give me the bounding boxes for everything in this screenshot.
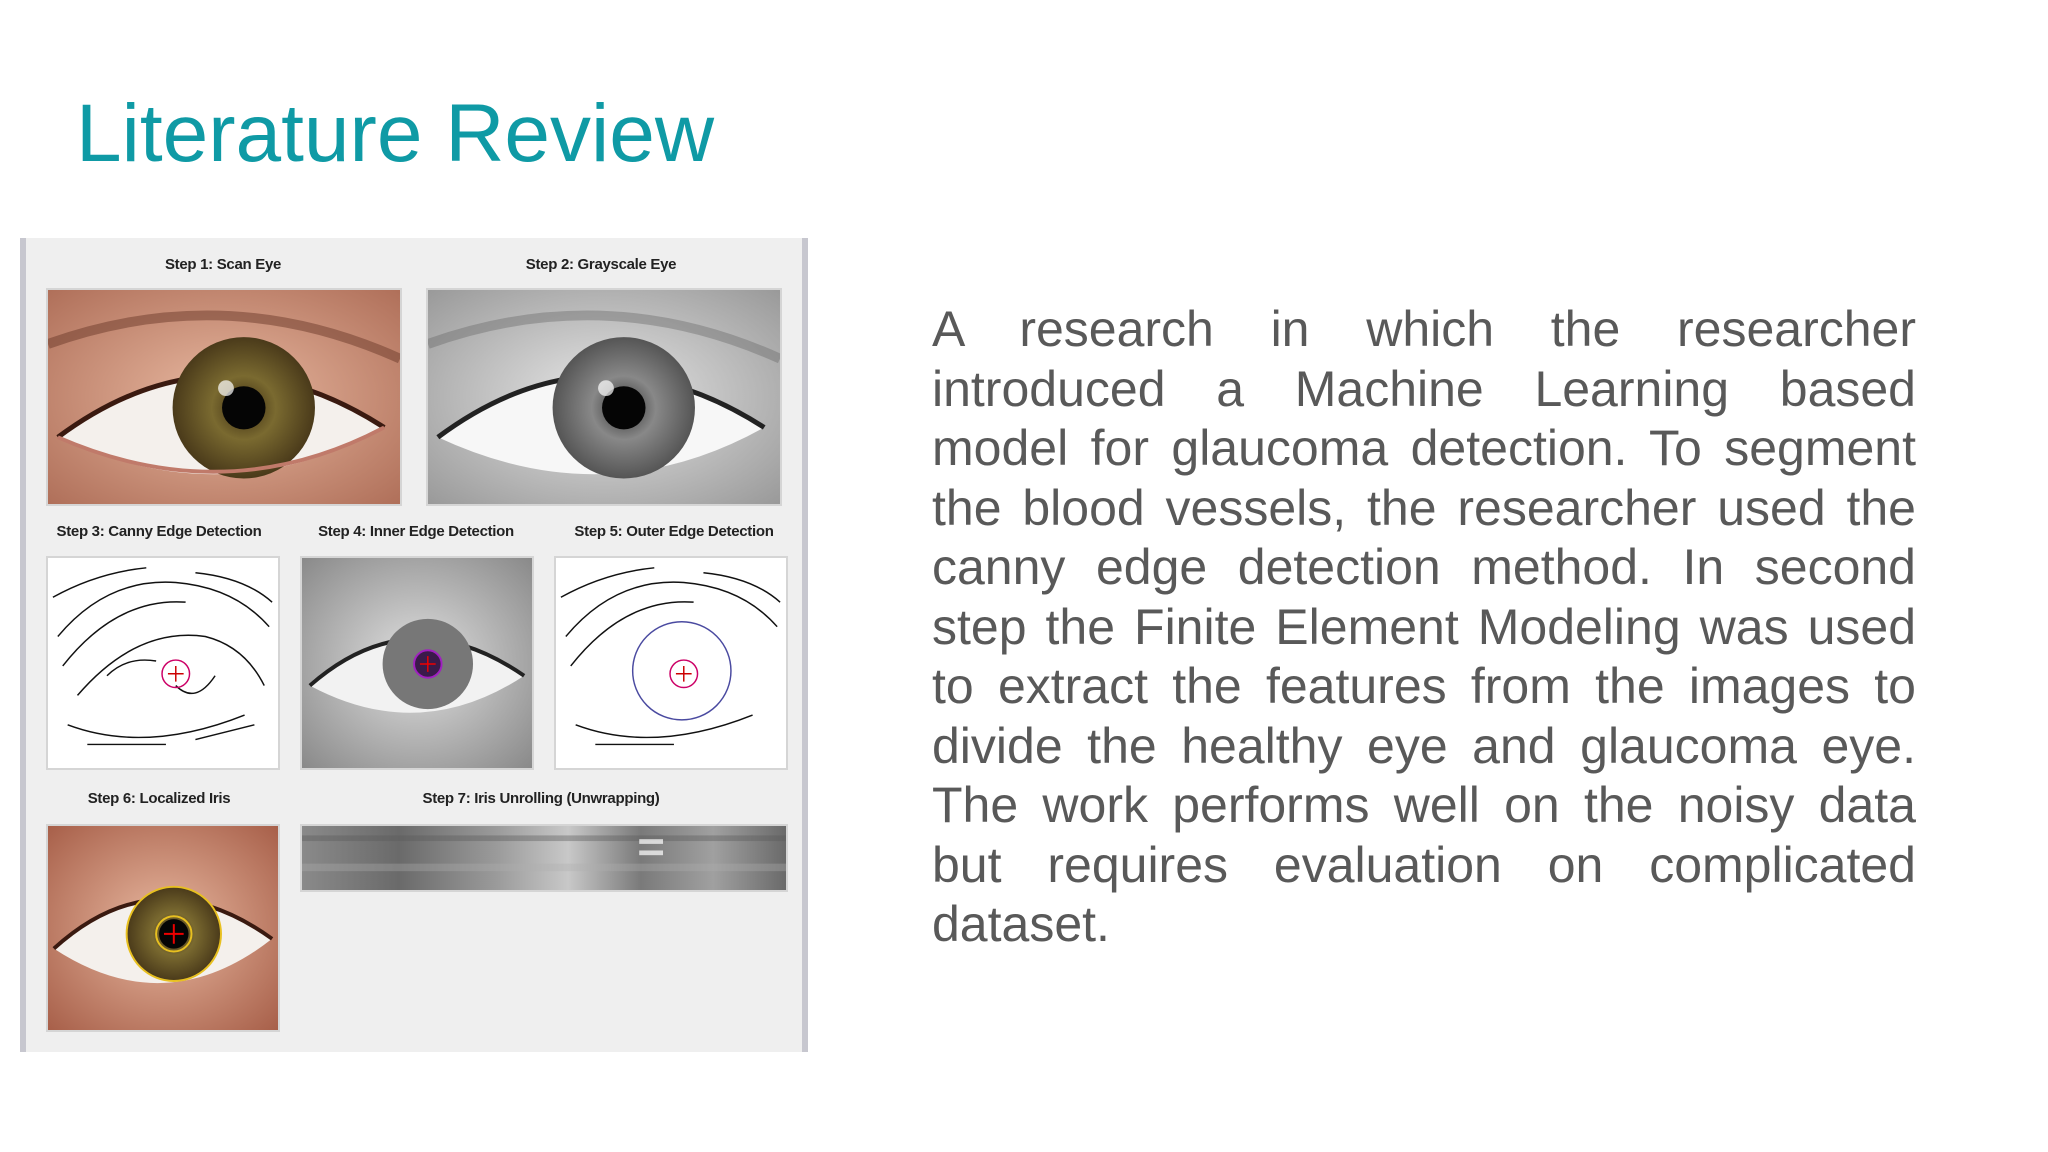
step-7-label: Step 7: Iris Unrolling (Unwrapping) bbox=[422, 790, 660, 807]
step-7-iris-unrolling-image bbox=[300, 824, 788, 892]
step-4-label: Step 4: Inner Edge Detection bbox=[318, 523, 514, 540]
iris-pipeline-figure: Step 1: Scan Eye Step 2: Grayscale Eye bbox=[20, 238, 808, 1052]
step-2-grayscale-eye-image bbox=[426, 288, 782, 506]
step-4-inner-edge-image bbox=[300, 556, 534, 770]
step-3-canny-edge-image bbox=[46, 556, 280, 770]
step-5-label: Step 5: Outer Edge Detection bbox=[574, 523, 774, 540]
step-6-label: Step 6: Localized Iris bbox=[87, 790, 231, 807]
slide-body-text: A research in which the researcher intro… bbox=[932, 301, 1916, 952]
step-1-label: Step 1: Scan Eye bbox=[164, 256, 282, 273]
slide-title: Literature Review bbox=[76, 88, 715, 179]
step-5-outer-edge-image bbox=[554, 556, 788, 770]
step-2-label: Step 2: Grayscale Eye bbox=[525, 256, 677, 273]
step-3-label: Step 3: Canny Edge Detection bbox=[56, 523, 262, 540]
step-1-scan-eye-image bbox=[46, 288, 402, 506]
step-6-localized-iris-image bbox=[46, 824, 280, 1032]
